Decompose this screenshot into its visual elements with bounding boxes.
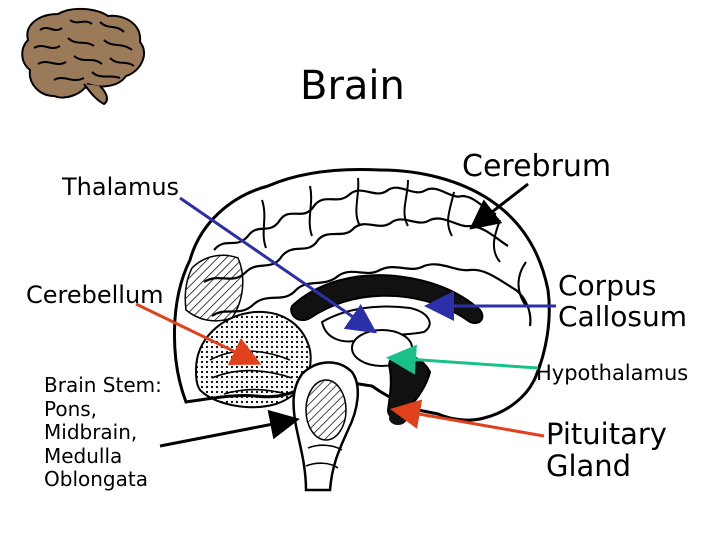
label-cerebrum: Cerebrum — [462, 149, 612, 184]
cerebellum-arrow — [135, 302, 262, 366]
label-corpus-callosum: Corpus Callosum — [558, 269, 688, 334]
label-brain-stem: Brain Stem: Pons, Midbrain, Medulla Oblo… — [44, 373, 162, 492]
brain-stem-arrow — [159, 409, 300, 448]
pituitary-gland-arrow — [390, 399, 545, 438]
cerebrum-arrow — [469, 182, 529, 230]
hypothalamus-arrow — [386, 344, 539, 375]
label-pituitary-gland: Pituitary Gland — [546, 417, 667, 484]
label-thalamus: Thalamus — [62, 173, 180, 201]
brain-logo-icon — [21, 8, 145, 106]
thalamus-arrow — [179, 196, 377, 334]
diagram-title: Brain — [300, 63, 405, 109]
label-cerebellum: Cerebellum — [26, 281, 164, 309]
label-hypothalamus: Hypothalamus — [536, 361, 689, 385]
brain-cross-section — [172, 168, 551, 492]
